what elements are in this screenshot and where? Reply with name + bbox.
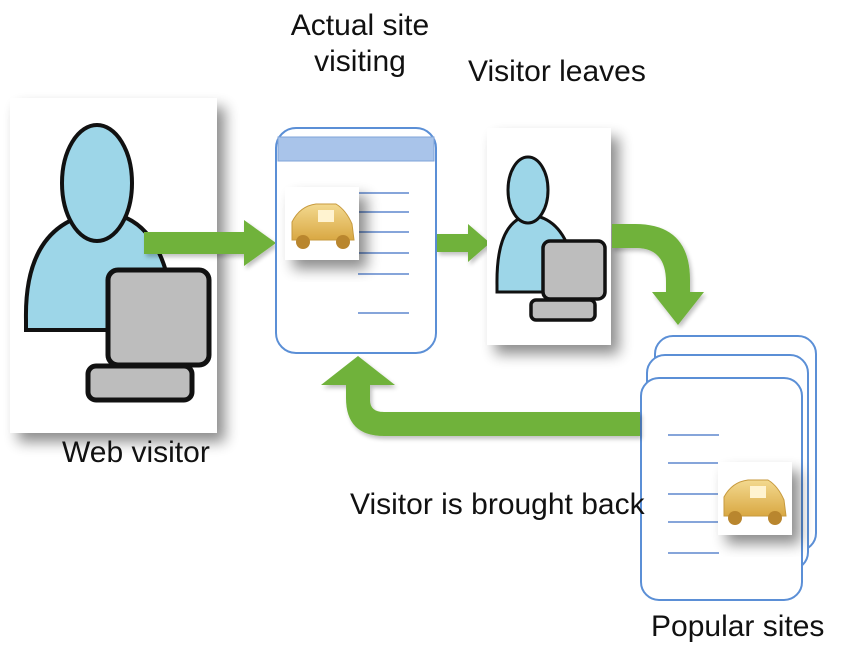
actual-site-label-line1: Actual site: [290, 9, 430, 42]
car-image-icon: [285, 187, 359, 260]
actual-site-label: Actual site visiting: [250, 8, 470, 80]
car-image-icon: [718, 462, 792, 535]
popular-sites-label: Popular sites: [651, 610, 825, 643]
actual-site-label-line2: visiting: [314, 45, 406, 78]
web-visitor-label: Web visitor: [62, 436, 210, 469]
arrow-to-site: [144, 220, 276, 266]
leaving-visitor-icon: [487, 128, 611, 345]
actual-site-page: [275, 127, 437, 354]
arrow-bring-back: [321, 356, 640, 436]
web-visitor-icon: [10, 98, 217, 433]
visitor-leaves-label: Visitor leaves: [468, 55, 646, 88]
popular-sites-stack: [640, 335, 817, 601]
arrow-to-leaving-visitor: [437, 224, 490, 262]
visitor-brought-back-label: Visitor is brought back: [350, 488, 645, 521]
text-lines: [668, 434, 719, 554]
arrow-to-popular-sites: [612, 224, 704, 325]
text-lines: [358, 192, 409, 314]
